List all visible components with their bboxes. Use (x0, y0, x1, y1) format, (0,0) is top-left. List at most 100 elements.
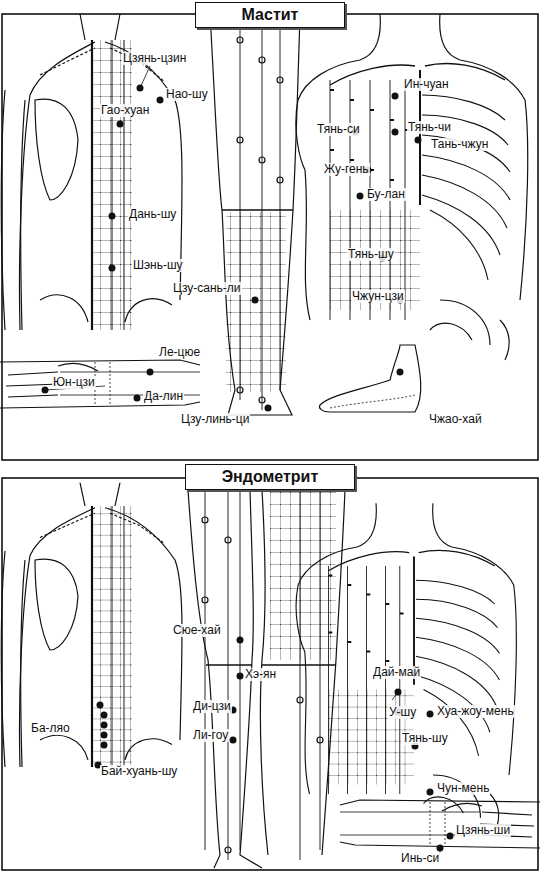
acupoint-dots (42, 85, 454, 852)
illustration-part (319, 345, 420, 412)
point-label: У-шу (388, 706, 417, 719)
illustration-part (226, 212, 286, 392)
heading-text: Мастит (242, 6, 299, 24)
illustration-part (101, 722, 108, 729)
illustration-part (427, 711, 434, 718)
illustration-part (240, 14, 280, 410)
illustration-part (392, 692, 398, 700)
point-label: Бай-хуань-шу (100, 765, 178, 778)
point-label: Чжун-цзи (351, 290, 405, 303)
point-label: Бу-лан (366, 188, 406, 201)
panel-heading: Эндометрит (185, 464, 355, 490)
illustration-part (225, 847, 231, 853)
illustration-part (101, 712, 108, 719)
point-label: Ле-цюе (158, 346, 201, 359)
point-label: Хэ-ян (244, 668, 277, 681)
illustration-part (392, 93, 399, 100)
illustration-part (259, 397, 265, 403)
leader-lines (45, 66, 441, 858)
illustration-part (0, 14, 540, 870)
heading-text: Эндометрит (222, 468, 319, 486)
illustration-part (157, 97, 164, 104)
illustration-part (259, 57, 265, 63)
point-label: Ли-гоу (192, 729, 229, 742)
illustration-part (397, 369, 404, 376)
back-figure (1, 483, 182, 767)
point-label: Хуа-жоу-мень (436, 705, 515, 718)
point-label: Цзу-линь-ци (180, 413, 250, 426)
illustration-part (277, 77, 283, 83)
illustration-part (297, 697, 303, 703)
point-label: Чун-мень (436, 782, 490, 795)
hand-figure (0, 360, 200, 408)
illustration-part (147, 369, 154, 376)
illustration-part (237, 673, 244, 680)
point-label: Цзянь-ши (455, 824, 511, 837)
illustration-part (330, 395, 415, 408)
illustration-part (237, 637, 244, 644)
illustration-part (392, 129, 399, 136)
point-label: Тянь-чи (407, 121, 452, 134)
illustration-part (277, 177, 283, 183)
illustration-part (427, 789, 434, 796)
foot-figure (319, 345, 420, 412)
illustration-part (205, 490, 240, 860)
panel-heading: Мастит (195, 2, 345, 28)
legs-figure (188, 490, 345, 868)
point-label: Тань-чжун (430, 138, 489, 151)
point-label: Гао-хуан (100, 104, 150, 117)
illustration-part (237, 387, 243, 393)
illustration-part (210, 14, 300, 415)
illustration-part (206, 664, 336, 665)
point-label: Ин-чуан (403, 78, 450, 91)
torso-figure (296, 14, 528, 360)
point-label: Инь-си (400, 852, 440, 865)
illustration-part (270, 490, 336, 660)
illustration-part (237, 37, 243, 43)
point-label: Нао-шу (165, 88, 209, 101)
panel-frame (2, 478, 538, 870)
illustration-part (134, 395, 141, 402)
point-label: Тянь-си (316, 123, 361, 136)
illustration-part (109, 213, 116, 220)
illustration-part (252, 297, 259, 304)
point-label: Чжао-хай (428, 413, 483, 426)
illustration-part (101, 732, 108, 739)
point-label: Цзянь-цзин (122, 52, 187, 65)
hand-figure (340, 800, 540, 848)
leg-figure (210, 14, 300, 415)
illustration-part (415, 137, 422, 144)
illustration-part (259, 157, 265, 163)
point-label: Юн-цзи (52, 376, 96, 389)
point-label: Дань-шу (128, 208, 177, 221)
illustration-part (237, 137, 243, 143)
point-label: Сюе-хай (172, 624, 222, 637)
illustration-part (447, 833, 454, 840)
illustration-part (300, 490, 320, 860)
illustration-part (140, 66, 150, 88)
point-label: Жу-гень (323, 163, 370, 176)
point-label: Ди-цзи (192, 700, 232, 713)
illustration-part (317, 737, 323, 743)
illustration-part (202, 597, 208, 603)
illustration-part (109, 265, 116, 272)
illustration-part (357, 193, 364, 200)
illustration-part (230, 737, 237, 744)
illustration-part (222, 209, 293, 210)
point-label: Тянь-шу (401, 732, 449, 745)
point-label: Дай-май (372, 666, 421, 679)
illustration-part (97, 702, 104, 709)
panel-frame (2, 14, 538, 460)
point-label: Да-лин (143, 390, 184, 403)
point-label: Тянь-шу (347, 248, 395, 261)
point-label: Цзу-сань-ли (172, 282, 242, 295)
illustration-part (202, 517, 208, 523)
illustration-part (101, 742, 108, 749)
illustration-part (265, 405, 272, 412)
illustration-part (225, 537, 231, 543)
point-label: Шэнь-шу (132, 259, 184, 272)
point-label: Ба-ляо (30, 722, 71, 735)
illustration-part (117, 121, 124, 128)
